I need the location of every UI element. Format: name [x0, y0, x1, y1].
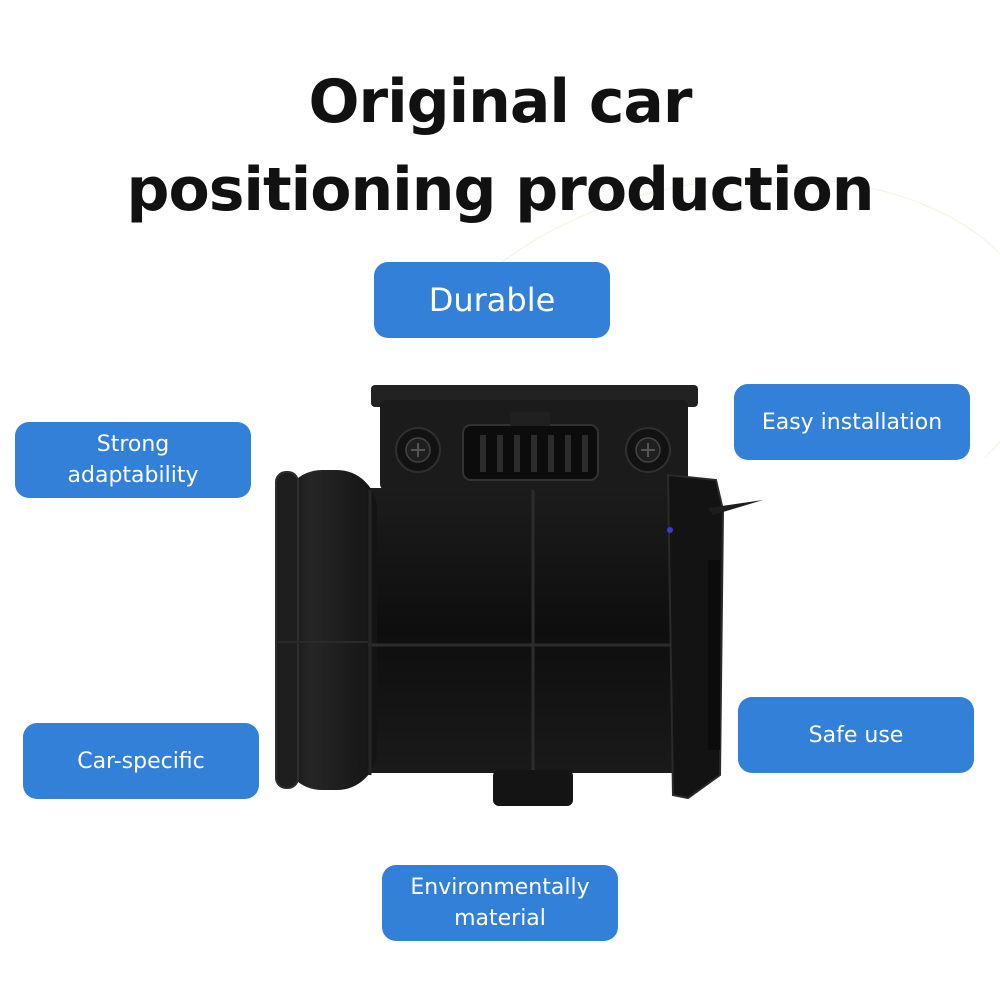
title-line-1: Original car — [308, 67, 693, 137]
feature-badge-easy-installation: Easy installation — [734, 384, 970, 460]
feature-label: Car-specific — [77, 748, 205, 774]
mass-air-flow-sensor-image — [275, 385, 763, 806]
page-title: Original car positioning production — [0, 58, 1000, 234]
feature-label: Safe use — [808, 722, 904, 748]
feature-label: Easy installation — [761, 409, 943, 435]
feature-badge-strong-adaptability: Strong adaptability — [15, 422, 251, 498]
feature-label: Durable — [428, 280, 556, 319]
feature-badge-environmentally-material: Environmentally material — [382, 865, 618, 941]
feature-label: Environmentally material — [410, 875, 590, 931]
feature-label: Strong adaptability — [67, 432, 199, 488]
feature-badge-durable: Durable — [374, 262, 610, 338]
title-line-2: positioning production — [126, 155, 875, 225]
feature-badge-car-specific: Car-specific — [23, 723, 259, 799]
feature-badge-safe-use: Safe use — [738, 697, 974, 773]
